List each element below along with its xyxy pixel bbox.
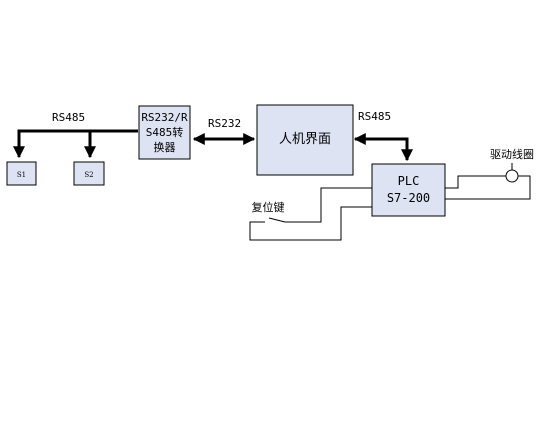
- coil-wire-top: [445, 175, 506, 189]
- s1-label: S1: [17, 171, 26, 179]
- drive-coil-circuit: [445, 163, 531, 200]
- converter-label-line1: RS232/R: [141, 111, 188, 124]
- hmi-box: [256, 104, 354, 176]
- drive-coil-symbol: [505, 169, 519, 183]
- coil-wire-return: [445, 175, 531, 200]
- rs485-left-label: RS485: [52, 111, 85, 124]
- rs485-right-link: [353, 133, 413, 162]
- reset-wire-top: [285, 187, 372, 223]
- bus-to-s1: [12, 129, 138, 159]
- reset-key-label: 复位键: [252, 200, 285, 214]
- s1-box: [6, 161, 37, 186]
- rs485-right-label: RS485: [358, 110, 391, 123]
- rs232-label: RS232: [208, 117, 241, 130]
- reset-key-circuit: [249, 187, 372, 241]
- plc-box: [371, 163, 446, 217]
- rs232-rs485-converter-box: [138, 105, 191, 160]
- hmi-label: 人机界面: [279, 132, 331, 147]
- s2-box: [73, 161, 105, 186]
- plc-label-line1: PLC: [398, 174, 420, 188]
- reset-switch-blade: [268, 217, 286, 223]
- left-rs485-bus: [12, 129, 138, 159]
- s2-label: S2: [84, 171, 93, 179]
- drive-coil-label: 驱动线圈: [490, 147, 534, 161]
- converter-label-line2: S485转: [146, 125, 184, 139]
- reset-wire-return: [249, 206, 372, 241]
- converter-label-line3: 换器: [154, 140, 176, 154]
- plc-label-line2: S7-200: [387, 191, 430, 205]
